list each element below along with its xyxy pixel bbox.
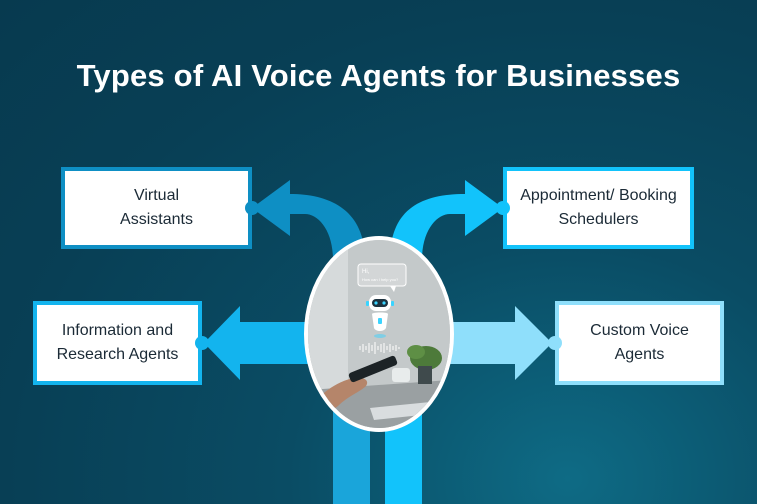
chat-bubble-greeting: Hi, bbox=[362, 269, 370, 275]
connector-dot-information bbox=[195, 336, 209, 350]
hub-scene: Hi, How can I help you? bbox=[308, 240, 450, 428]
arrow-virtual-assistants bbox=[252, 180, 365, 260]
node-appointment-schedulers: Appointment/ Booking Schedulers bbox=[503, 167, 694, 249]
page-title: Types of AI Voice Agents for Businesses bbox=[76, 58, 681, 93]
connector-dot-custom bbox=[548, 336, 562, 350]
hub-illustration: Hi, How can I help you? bbox=[304, 236, 454, 432]
chat-bubble bbox=[357, 263, 407, 287]
node-information-research: Information and Research Agents bbox=[33, 301, 202, 385]
node-information-research-label: Information and Research Agents bbox=[56, 322, 179, 363]
phone-icon bbox=[348, 355, 398, 383]
connector-dot-appointment bbox=[496, 201, 510, 215]
node-custom-voice: Custom Voice Agents bbox=[555, 301, 724, 385]
voice-waveform-icon bbox=[359, 342, 400, 354]
arrow-information-research bbox=[204, 306, 308, 380]
robot-icon bbox=[366, 295, 394, 338]
node-custom-voice-label: Custom Voice Agents bbox=[590, 322, 689, 363]
node-appointment-schedulers-label: Appointment/ Booking Schedulers bbox=[520, 187, 677, 228]
chat-bubble-question: How can I help you? bbox=[362, 277, 399, 282]
arrow-appointment bbox=[390, 180, 503, 260]
node-virtual-assistants-label: Virtual Assistants bbox=[120, 187, 193, 228]
arrow-custom-voice bbox=[450, 306, 552, 380]
connector-dot-virtual bbox=[245, 201, 259, 215]
node-virtual-assistants: Virtual Assistants bbox=[61, 167, 252, 249]
